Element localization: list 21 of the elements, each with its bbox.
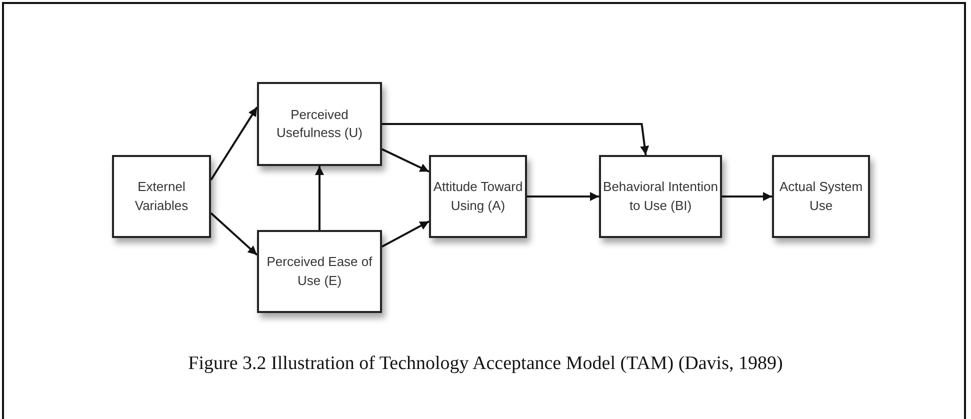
arrow [527,192,599,201]
process-box [112,155,211,238]
process-box [429,155,527,238]
process-box [257,230,382,313]
arrow [210,212,258,256]
process-box [772,155,870,238]
box-label: Perceived Ease of Use (E) [266,253,374,290]
arrow [382,123,650,156]
box-label: Behavioral Intention to Use (BI) [603,178,718,215]
box-label: Actual System Use [778,178,864,214]
box-label: Externel Variables [134,178,190,214]
arrow [315,166,324,230]
box-label: Attitude Toward Using (A) [433,178,523,215]
arrow [210,106,258,180]
process-box [257,82,382,166]
arrow [722,192,772,201]
figure-caption: Figure 3.2 Illustration of Technology Acceptance Model (TAM) (Davis, 1989) [187,353,784,375]
process-box [599,155,722,238]
box-label: Perceived Usefulness (U) [276,106,364,142]
arrow [382,148,430,172]
arrow [382,220,430,248]
